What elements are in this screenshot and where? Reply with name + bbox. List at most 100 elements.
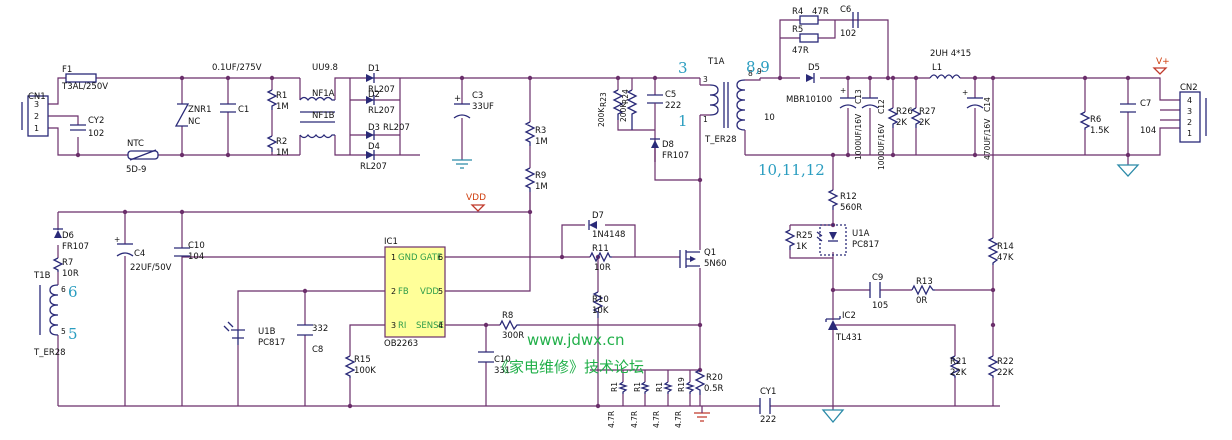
ground-c3 [452,159,472,169]
component-label: R22 [997,357,1014,367]
component-label: NF1A [312,89,335,99]
thermistor-ntc: NTC 5D-9 [126,139,159,175]
component-label: UU9.8 [312,63,338,73]
capacitor-c6: C6 102 [840,5,859,39]
diode-d5: D5 MBR10100 [786,63,832,105]
resistor-r6: R6 1.5K [1079,111,1110,136]
component-label: 3 [1187,107,1192,116]
component-label: D1 [368,64,380,74]
component-label: 22K [997,368,1014,378]
capacitor-c14: + C14 470UF/16V [962,88,992,160]
component-label: 1 [34,124,39,133]
component-label: R2 [276,137,287,147]
component-label: C1 [238,105,249,115]
capacitor-c7: C7 104 [1120,99,1156,136]
component-label: U1B [258,327,276,337]
component-label: 22K [950,368,967,378]
component-label: 1M [535,182,548,192]
component-label: 8 [748,69,753,78]
component-label: NTC [127,139,144,149]
junction-dots [75,75,1131,409]
component-label: 2K [896,118,907,128]
f1-ref: F1 [62,65,72,75]
component-label: CY1 [760,387,776,397]
capacitor-c13: + C13 1000UF/16V [839,86,863,160]
sense-resistor-1: R1 4.7R [607,381,629,428]
resistor-r15: R15 100K [344,355,376,378]
component-label: D2 [368,90,380,100]
component-label: C10 [494,355,511,365]
component-label: 5 [61,327,66,336]
wires [48,19,1180,410]
component-label: 102 [840,29,856,39]
optocoupler-u1b: U1B PC817 [223,321,285,348]
component-label: R26 [896,107,913,117]
component-label: + [962,88,968,97]
aux-winding-label-6: 6 [68,283,78,301]
component-label: 1M [535,137,548,147]
resistor-r12: R12 560R [827,189,862,213]
component-label: + [840,86,846,95]
component-label: 332 [312,324,328,334]
capacitor-cy2: CY2 102 [70,116,104,139]
capacitor-c1: C1 0.1UF/275V [212,63,262,115]
component-label: R1 [276,91,287,101]
resistor-r1: R1 1M [266,89,289,112]
component-label: 3 [703,75,708,84]
capacitor-c3: + C3 33UF [453,91,494,119]
component-label: 2 [34,112,39,121]
component-label: 47R [792,46,809,56]
resistor-r25: R25 1K [784,229,813,252]
component-label: NC [188,117,200,127]
component-label: D7 [592,211,604,221]
component-label: R15 [354,355,371,365]
component-label: 331 [494,366,510,376]
capacitor-c10-filter: C10 331 [478,351,511,376]
sense-resistor-2: R1 4.7R [630,381,651,428]
component-label: 2UH 4*15 [930,49,971,59]
vplus-label: V+ [1156,57,1170,67]
component-label: 10R [594,263,611,273]
component-label: R1 [610,382,619,392]
component-label: 1M [276,102,289,112]
cn2-connector: 4 3 2 1 CN2 [1179,83,1207,143]
component-label: PC817 [852,240,879,250]
component-label: 5D-9 [126,165,146,175]
component-label: 3 [391,321,396,330]
component-label: 560R [840,203,862,213]
component-label: R13 [916,277,933,287]
component-label: RL207 [368,106,395,116]
component-label: 100K [354,366,376,376]
sense-resistor-4: R19 4.7R [674,377,696,428]
component-label: R24 [621,89,630,104]
sense-resistor-3: R1 4.7R [652,381,674,428]
component-label: 2 [391,287,396,296]
aux-winding-label-5: 5 [68,325,78,343]
component-label: R4 [792,7,803,17]
component-label: + [114,235,120,244]
winding-label-10-11-12: 10,11,12 [758,161,825,179]
watermark-url: www.jdwx.cn [527,331,625,349]
component-label: C13 [854,89,863,104]
component-label: 1N4148 [592,230,625,240]
component-label: 1000UF/16V [877,123,886,170]
component-label: U1A [852,229,870,239]
component-label: 6 [61,285,66,294]
component-label: R1 [655,382,664,392]
component-label: C6 [840,5,851,15]
component-label: L1 [932,63,942,73]
component-label: 4.7R [674,411,683,428]
optocoupler-u1a: U1A PC817 [816,224,879,256]
diode-d4: D4 RL207 [360,142,387,172]
f1-value: T3AL/250V [61,82,108,92]
component-label: 4.7R [652,411,661,428]
capacitor-c12: C12 1000UF/16V [861,97,886,170]
capacitor-cy1: CY1 222 [759,387,776,425]
resistor-r4: R4 47R [792,7,829,25]
component-label: D8 [662,140,674,150]
resistor-r26: R26 2K [887,107,913,128]
watermark-forum: 《家电维修》技术论坛 [494,358,644,376]
component-label: C10 [188,241,205,251]
diode-d8: D8 FR107 [650,138,689,162]
